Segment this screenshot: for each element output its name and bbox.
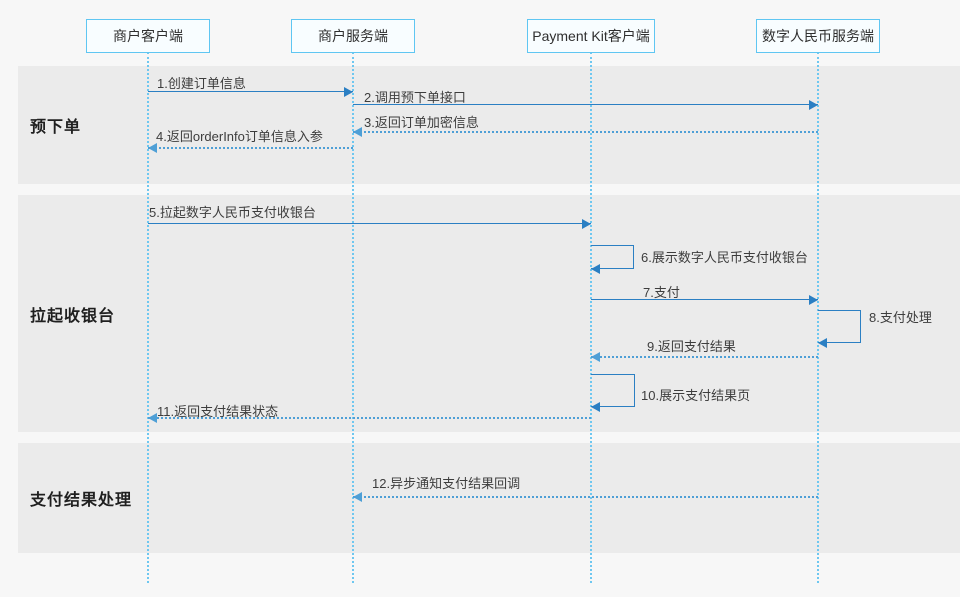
message-label-12: 12.异步通知支付结果回调 (372, 476, 521, 491)
message-line-1 (148, 91, 353, 92)
phase-band-payment-result: 支付结果处理 (18, 443, 960, 553)
message-arrowhead-9 (591, 352, 600, 362)
self-message-arrowhead-10 (591, 402, 600, 412)
message-line-9 (591, 356, 818, 358)
actor-box-ecny-server: 数字人民币服务端 (756, 19, 880, 53)
self-message-arrowhead-6 (591, 264, 600, 274)
phase-band-launch-cashier: 拉起收银台 (18, 195, 960, 432)
message-line-5 (148, 223, 591, 224)
actor-box-merchant-server: 商户服务端 (291, 19, 415, 53)
message-arrowhead-12 (353, 492, 362, 502)
message-line-7 (591, 299, 818, 300)
phase-label-launch-cashier: 拉起收银台 (30, 307, 116, 325)
message-arrowhead-11 (148, 413, 157, 423)
message-label-11: 11.返回支付结果状态 (157, 404, 279, 419)
message-line-12 (353, 496, 818, 498)
message-arrowhead-1 (344, 87, 353, 97)
message-label-7: 7.支付 (643, 285, 680, 300)
message-label-8: 8.支付处理 (869, 310, 932, 325)
lifeline-merchant-client (147, 52, 149, 583)
message-label-10: 10.展示支付结果页 (641, 388, 751, 403)
message-arrowhead-5 (582, 219, 591, 229)
lifeline-payment-kit-client (590, 52, 592, 583)
actor-box-merchant-client: 商户客户端 (86, 19, 210, 53)
phase-label-pre-order: 预下单 (30, 119, 82, 136)
message-line-2 (353, 104, 818, 105)
message-arrowhead-7 (809, 295, 818, 305)
message-arrowhead-4 (148, 143, 157, 153)
lifeline-ecny-server (817, 52, 819, 583)
message-label-3: 3.返回订单加密信息 (364, 115, 479, 130)
message-label-2: 2.调用预下单接口 (364, 90, 466, 105)
message-label-9: 9.返回支付结果 (647, 339, 736, 354)
phase-band-pre-order: 预下单 (18, 66, 960, 184)
self-message-loop-8 (818, 310, 861, 343)
actor-box-payment-kit-client: Payment Kit客户端 (527, 19, 655, 53)
message-arrowhead-3 (353, 127, 362, 137)
message-line-11 (148, 417, 591, 419)
message-label-1: 1.创建订单信息 (157, 76, 246, 91)
message-label-5: 5.拉起数字人民币支付收银台 (149, 205, 316, 220)
phase-label-payment-result: 支付结果处理 (30, 492, 133, 509)
self-message-loop-6 (591, 245, 634, 269)
message-arrowhead-2 (809, 100, 818, 110)
message-label-4: 4.返回orderInfo订单信息入参 (156, 129, 323, 144)
message-line-4 (148, 147, 353, 149)
message-line-3 (353, 131, 818, 133)
lifeline-merchant-server (352, 52, 354, 583)
message-label-6: 6.展示数字人民币支付收银台 (641, 250, 808, 265)
self-message-arrowhead-8 (818, 338, 827, 348)
self-message-loop-10 (591, 374, 635, 407)
